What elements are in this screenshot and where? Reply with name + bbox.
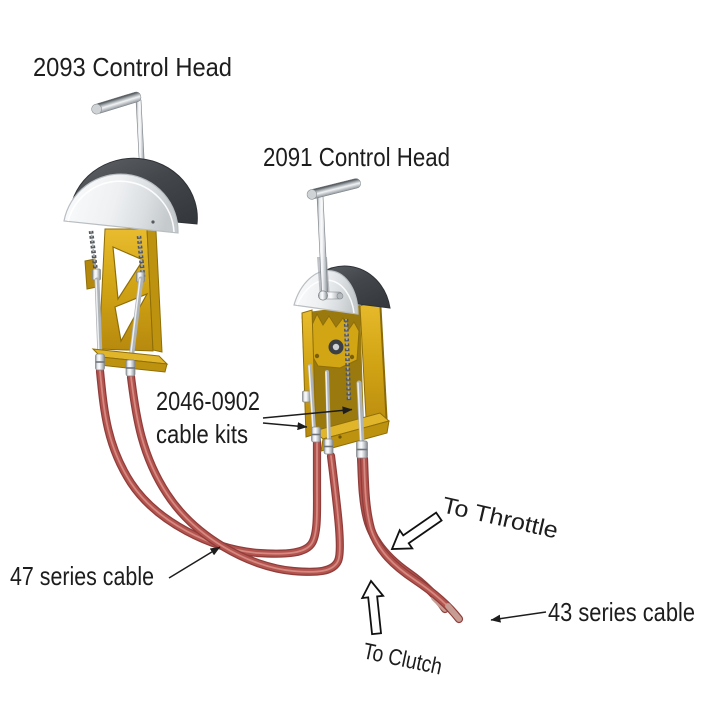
label-cable-kits-line1: 2046-0902 bbox=[156, 386, 260, 416]
grip-end-cap-2093 bbox=[91, 103, 102, 115]
chain-connector-left-2091 bbox=[302, 390, 311, 403]
dome-screw-2093 bbox=[151, 220, 155, 224]
arrow-cable-kits-2 bbox=[262, 422, 308, 431]
grip-end-cap-2091 bbox=[306, 189, 318, 200]
drive-chain-right-2091 bbox=[343, 318, 352, 402]
label-2091-control-head: 2091 Control Head bbox=[263, 142, 450, 172]
control-head-2093 bbox=[63, 91, 198, 377]
drive-chain-right-2093 bbox=[136, 235, 146, 278]
label-43-series-cable: 43 series cable bbox=[548, 597, 695, 627]
truss-cutout-upper bbox=[112, 246, 144, 301]
hollow-arrow-throttle bbox=[390, 511, 443, 550]
label-to-throttle: To Throttle bbox=[440, 492, 561, 544]
arrow-43-series bbox=[490, 611, 547, 623]
output-cables-43-series bbox=[361, 457, 459, 619]
frame-pedestal-2093 bbox=[84, 228, 163, 353]
pivot-pin-2091 bbox=[318, 290, 344, 301]
label-47-series-cable: 47 series cable bbox=[10, 561, 154, 591]
connector-rod-left-2093 bbox=[94, 277, 103, 359]
connector-rod-middle-2091 bbox=[325, 370, 331, 443]
label-2093-control-head: 2093 Control Head bbox=[33, 52, 232, 82]
drive-chain-left-2093 bbox=[88, 230, 99, 274]
arrow-cable-kits-1 bbox=[262, 406, 353, 419]
mechanism-hub-center-2091 bbox=[332, 343, 340, 351]
cable-clamp-left-2093 bbox=[95, 353, 105, 371]
cable-clamp-middle-2091 bbox=[323, 438, 334, 455]
connector-rod-right-2093 bbox=[128, 276, 144, 363]
arrow-47-series bbox=[168, 546, 221, 579]
handle-grip-2093 bbox=[91, 91, 142, 115]
connector-rod-right-2091 bbox=[356, 380, 365, 447]
cable-43-clutch bbox=[364, 459, 459, 619]
hollow-arrow-clutch bbox=[360, 579, 385, 636]
connector-rod-left-2091 bbox=[308, 364, 316, 431]
control-head-2091 bbox=[293, 178, 391, 459]
cable-clamp-left-2091 bbox=[311, 426, 321, 443]
frame-right-plate-edge-2091 bbox=[379, 297, 388, 428]
pivot-nut-2091 bbox=[336, 292, 344, 300]
cable-clamp-right-2091 bbox=[356, 440, 368, 459]
cable-43-clutch-end-fitting bbox=[445, 603, 462, 622]
cable-clamp-right-2093 bbox=[125, 359, 136, 377]
mechanism-bolt-left-2091 bbox=[314, 353, 320, 359]
base-bolt-1-2091 bbox=[338, 435, 342, 439]
dome-rim-2091 bbox=[296, 279, 355, 314]
mechanism-bolt-right-2091 bbox=[349, 354, 355, 360]
dome-rim-2093 bbox=[67, 180, 175, 233]
handle-grip-2091 bbox=[306, 178, 361, 200]
label-cable-kits-line2: cable kits bbox=[156, 419, 248, 449]
label-to-clutch: To Clutch bbox=[361, 637, 445, 679]
